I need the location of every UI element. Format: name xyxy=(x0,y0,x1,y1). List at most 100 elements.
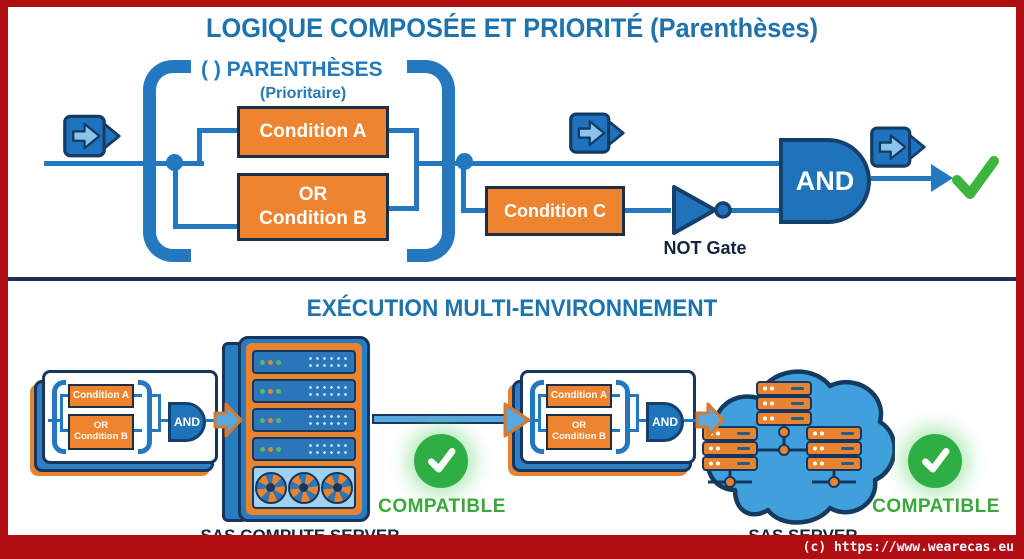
frame-border-bottom: (c) https://www.wearecas.eu xyxy=(0,535,1024,559)
compatible-check-icon xyxy=(414,434,468,488)
vent-grid-icon xyxy=(307,412,349,428)
junction-dot xyxy=(166,154,183,171)
led-icon xyxy=(260,417,265,423)
priority-label: (Prioritaire) xyxy=(260,85,347,102)
wire xyxy=(725,208,781,213)
wire xyxy=(197,128,241,133)
led-icon xyxy=(276,388,281,394)
and-gate: AND xyxy=(168,402,206,442)
wire xyxy=(538,429,546,432)
compatible-label: COMPATIBLE xyxy=(872,496,1000,517)
flow-arrow-icon xyxy=(694,400,726,440)
server-unit xyxy=(252,408,356,432)
wire xyxy=(206,419,218,422)
wire xyxy=(158,394,161,432)
not-gate-label: NOT Gate xyxy=(663,238,747,258)
frame-border-top xyxy=(0,0,1024,7)
check-icon xyxy=(948,150,1002,204)
wire xyxy=(60,394,68,397)
condition-b-label: Condition B xyxy=(552,431,606,442)
flow-step-icon xyxy=(62,113,122,161)
wire xyxy=(385,128,419,133)
led-icon xyxy=(276,417,281,423)
open-bracket-icon xyxy=(530,380,544,454)
open-bracket-icon xyxy=(52,380,66,454)
close-bracket-icon xyxy=(138,380,152,454)
wire xyxy=(173,163,178,227)
led-icon xyxy=(260,359,265,365)
led-icon xyxy=(268,446,273,452)
condition-b-box: OR Condition B xyxy=(68,414,134,450)
or-label: OR xyxy=(298,184,328,206)
wire xyxy=(871,176,937,181)
condition-a-box: Condition A xyxy=(68,384,134,408)
fan-icon xyxy=(254,471,287,504)
fan-hub xyxy=(299,483,309,492)
copyright-text: (c) https://www.wearecas.eu xyxy=(802,539,1014,555)
and-gate: AND xyxy=(779,138,871,224)
cloud-server-stack xyxy=(702,426,758,471)
or-label: OR xyxy=(571,420,587,432)
frame-border-right xyxy=(1016,0,1024,559)
condition-a-box: Condition A xyxy=(546,384,612,408)
condition-a-box: Condition A xyxy=(237,106,389,158)
parentheses-label: ( ) PARENTHÈSES xyxy=(201,58,383,81)
server-unit xyxy=(252,379,356,403)
led-icon xyxy=(268,388,273,394)
and-gate: AND xyxy=(646,402,684,442)
top-title: LOGIQUE COMPOSÉE ET PRIORITÉ (Parenthèse… xyxy=(205,13,819,43)
wire xyxy=(623,208,671,213)
wire xyxy=(636,394,639,432)
vent-grid-icon xyxy=(307,441,349,457)
section-divider xyxy=(8,277,1016,281)
close-bracket-icon xyxy=(616,380,630,454)
arrowhead-icon xyxy=(931,164,953,192)
fan-hub xyxy=(266,483,276,492)
flow-step-icon xyxy=(568,111,626,157)
condition-b-label: Condition B xyxy=(259,208,367,229)
led-icon xyxy=(268,417,273,423)
led-icon xyxy=(260,388,265,394)
wire xyxy=(152,429,161,432)
led-icon xyxy=(276,359,281,365)
wire xyxy=(630,429,639,432)
led-icon xyxy=(276,446,281,452)
cloud-server-stack xyxy=(756,381,812,426)
wire xyxy=(684,419,696,422)
compatible-label: COMPATIBLE xyxy=(378,496,506,517)
bottom-title: EXÉCUTION MULTI-ENVIRONNEMENT xyxy=(306,295,718,322)
wire xyxy=(197,130,202,166)
wire xyxy=(44,161,204,166)
wire xyxy=(48,419,60,422)
condition-b-box: OR Condition B xyxy=(237,173,389,241)
wire xyxy=(526,419,538,422)
not-gate-icon xyxy=(671,184,733,236)
condition-b-label: Condition B xyxy=(74,431,128,442)
compatible-check-icon xyxy=(908,434,962,488)
wire xyxy=(538,394,541,432)
wire xyxy=(414,128,419,170)
wire xyxy=(414,161,782,166)
fan-panel xyxy=(252,466,356,509)
wire xyxy=(60,394,63,432)
wire xyxy=(60,429,68,432)
fan-hub xyxy=(332,483,342,492)
transfer-arrow-shaft xyxy=(372,414,506,424)
fan-icon xyxy=(287,471,320,504)
server-unit xyxy=(252,437,356,461)
wire xyxy=(173,224,241,229)
flow-arrow-icon xyxy=(212,400,244,440)
condition-b-box: OR Condition B xyxy=(546,414,612,450)
led-icon xyxy=(268,359,273,365)
wire xyxy=(414,161,419,211)
wire xyxy=(134,429,142,432)
transfer-arrowhead-icon xyxy=(502,401,532,439)
wire xyxy=(385,206,419,211)
vent-grid-icon xyxy=(307,354,349,370)
wire xyxy=(612,394,620,397)
wire xyxy=(134,394,142,397)
fan-icon xyxy=(321,471,354,504)
wire xyxy=(630,394,639,397)
cloud-icon xyxy=(690,340,895,535)
